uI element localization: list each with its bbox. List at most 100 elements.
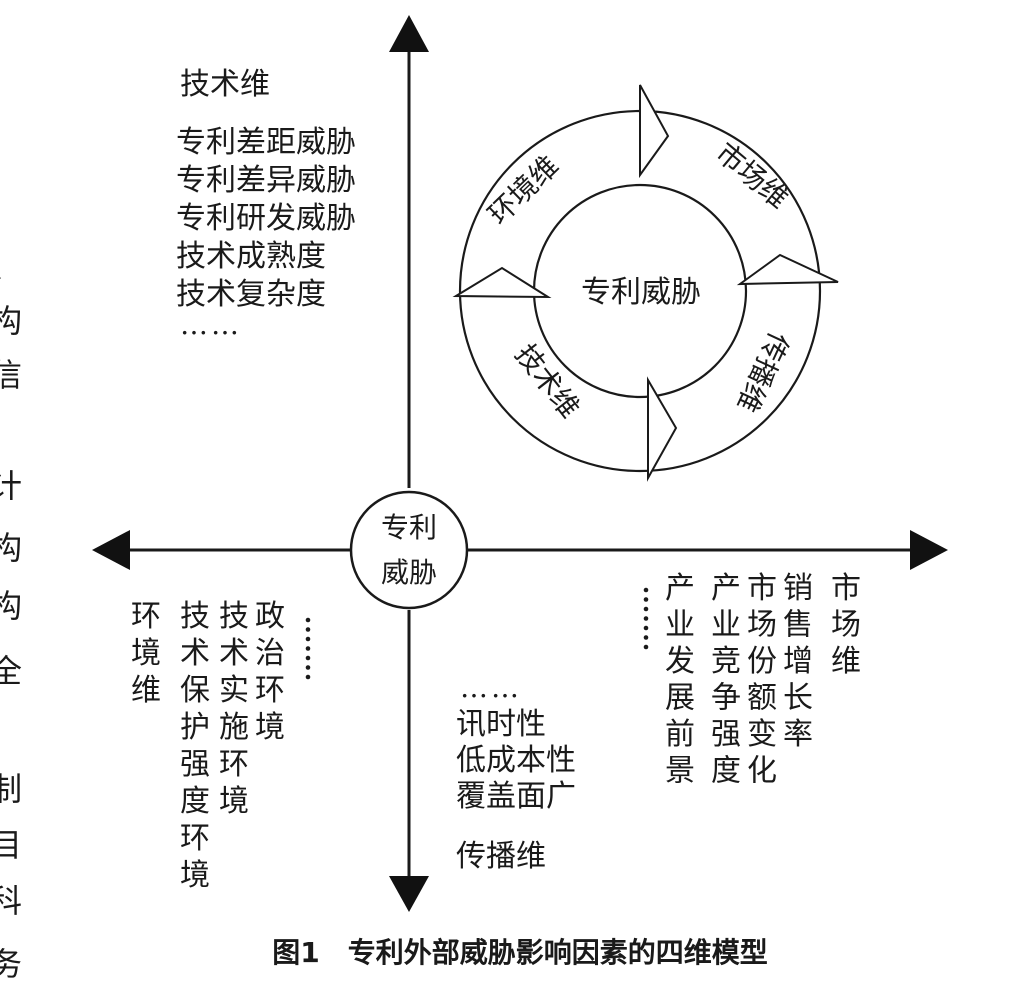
left-margin-char: 制 — [0, 770, 22, 808]
cycle-label-market: 市场维 — [709, 136, 795, 215]
technology-item: 专利研发威胁 — [176, 201, 356, 236]
environment-column-2-char: 环 — [219, 747, 249, 782]
market-column-4-char: 维 — [831, 644, 861, 679]
technology-item: 专利差距威胁 — [176, 125, 356, 160]
dissemination-dimension-title: 传播维 — [456, 839, 546, 874]
market-column-1-char: 度 — [711, 754, 741, 789]
market-column-4-char: 市 — [831, 571, 861, 606]
environment-column-3-char: 治 — [255, 636, 285, 671]
environment-column-3-char: 政 — [255, 599, 285, 634]
market-column-2-char: 市 — [747, 571, 777, 606]
technology-item: 专利差异威胁 — [176, 163, 356, 198]
cycle-arrow-bottom-icon — [647, 376, 678, 482]
market-column-0-char: 发 — [665, 644, 695, 679]
environment-column-1-char: 境 — [180, 858, 210, 893]
left-margin-char: 构 — [0, 302, 22, 340]
market-column-0-char: 景 — [665, 754, 695, 789]
environment-column-3-char: 境 — [255, 710, 285, 745]
dissemination-ellipsis: …… — [460, 671, 522, 704]
market-ellipsis-dot — [643, 597, 649, 602]
environment-column-1-char: 保 — [180, 673, 210, 708]
environment-column-1-char: 护 — [180, 710, 210, 745]
environment-ellipsis — [305, 617, 311, 680]
technology-dimension-block: 技术维 专利差距威胁专利差异威胁专利研发威胁技术成熟度技术复杂度…… — [176, 67, 356, 341]
market-column-2-char: 变 — [747, 717, 777, 752]
market-ellipsis-dot — [643, 587, 649, 593]
center-circle — [349, 490, 469, 610]
environment-column-0-char: 维 — [131, 673, 161, 708]
figure-caption: 图1 专利外部威胁影响因素的四维模型 — [272, 936, 768, 969]
cycle-ring: 专利威胁 环境维 市场维 传播维 技术维 — [452, 84, 839, 482]
environment-column-2-char: 境 — [219, 784, 249, 819]
left-margin-char: 计 — [0, 467, 22, 505]
environment-column-2-char: 术 — [219, 636, 249, 671]
market-ellipsis-dot — [643, 616, 649, 621]
environment-column-2-char: 实 — [219, 673, 249, 708]
market-column-1-char: 竞 — [711, 644, 741, 679]
market-column-4-char: 场 — [831, 608, 861, 643]
market-column-1-char: 强 — [711, 717, 741, 752]
center-label-line-2: 威胁 — [381, 556, 437, 589]
dissemination-item: 低成本性 — [456, 743, 576, 778]
market-ellipsis-dot — [643, 635, 649, 640]
market-column-3-char: 率 — [783, 717, 813, 752]
market-column-0-char: 业 — [665, 608, 695, 643]
environment-column-2-char: 施 — [219, 710, 249, 745]
environment-ellipsis-dot — [305, 636, 311, 642]
technology-item: 技术复杂度 — [176, 277, 326, 312]
environment-column-1-char: 术 — [180, 636, 210, 671]
market-column-3-char: 长 — [783, 681, 813, 716]
technology-ellipsis: …… — [180, 308, 242, 341]
market-column-4: 市场维 — [831, 571, 861, 679]
center-label-line-1: 专利 — [381, 511, 437, 544]
environment-column-1-char: 强 — [180, 747, 210, 782]
environment-column-0-char: 环 — [131, 599, 161, 634]
arrowhead-down-icon — [389, 876, 429, 912]
environment-column-1-char: 环 — [180, 821, 210, 856]
market-column-2-char: 场 — [747, 608, 777, 643]
market-column-2-char: 份 — [747, 644, 777, 679]
cycle-label-environment: 环境维 — [482, 149, 565, 231]
environment-ellipsis-dot — [305, 674, 311, 680]
arrowhead-left-icon — [92, 530, 130, 570]
left-margin-char: 科 — [0, 882, 22, 920]
market-column-1-char: 业 — [711, 608, 741, 643]
market-ellipsis-dot — [643, 644, 649, 650]
cycle-arrow-top-icon — [639, 84, 670, 179]
technology-item: 技术成熟度 — [176, 239, 326, 274]
dissemination-item: 覆盖面广 — [456, 779, 576, 814]
market-column-3-char: 销 — [783, 571, 813, 606]
left-margin-char: 务 — [0, 945, 22, 983]
left-margin-char: 构 — [0, 529, 22, 567]
environment-ellipsis-dot — [305, 655, 311, 661]
market-ellipsis-dot — [643, 606, 649, 612]
left-margin-char: 信 — [0, 356, 22, 394]
market-ellipsis — [643, 587, 649, 650]
market-column-1-char: 产 — [711, 571, 741, 606]
market-column-0-char: 展 — [665, 681, 695, 716]
environment-column-1-char: 度 — [180, 784, 210, 819]
cycle-label-dissemination: 传播维 — [730, 327, 795, 417]
environment-column-2-char: 技 — [219, 599, 249, 634]
environment-ellipsis-dot — [305, 646, 311, 651]
environment-ellipsis-dot — [305, 627, 311, 632]
market-ellipsis-dot — [643, 625, 649, 631]
market-column-2-char: 额 — [747, 681, 777, 716]
market-column-0-char: 前 — [665, 717, 695, 752]
cycle-label-technology: 技术维 — [509, 338, 587, 425]
left-margin-char: 全 — [0, 652, 22, 690]
cycle-arrow-left-icon — [452, 266, 552, 299]
dissemination-item: 讯时性 — [456, 707, 546, 742]
left-margin-char: 构 — [0, 587, 22, 625]
